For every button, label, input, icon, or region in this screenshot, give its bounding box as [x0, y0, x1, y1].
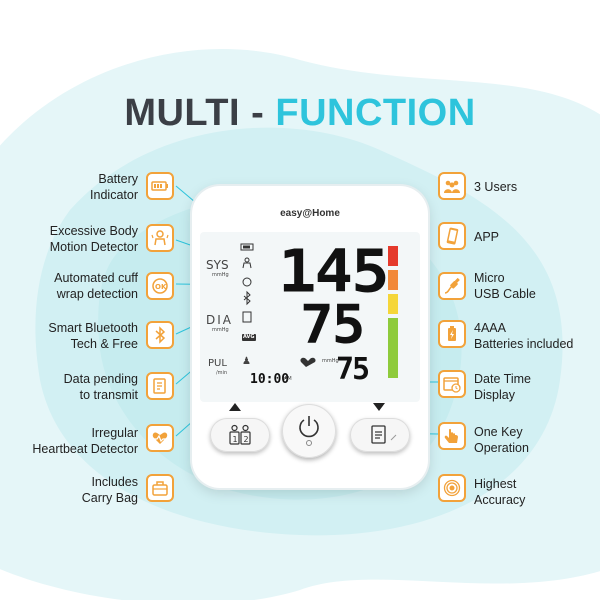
- lcd-battery-icon: [240, 243, 254, 251]
- feature-line-1: 3 Users: [474, 180, 518, 194]
- feature-line-1: Battery: [98, 172, 138, 186]
- feature-line-2: to transmit: [79, 388, 138, 402]
- feature-line-2: Heartbeat Detector: [32, 442, 138, 456]
- lcd-data-pending-icon: [242, 311, 252, 323]
- feature-line-1: Excessive Body: [49, 224, 138, 238]
- feature-body-motion: Excessive Body Motion Detector: [10, 223, 138, 255]
- data-pending-icon: [146, 372, 174, 400]
- am-indicator: AM: [284, 376, 292, 382]
- svg-text:1: 1: [233, 435, 238, 444]
- feature-line-2: wrap detection: [56, 287, 138, 301]
- feature-line-2: Accuracy: [474, 493, 526, 507]
- title-part-2: FUNCTION: [275, 92, 476, 134]
- feature-bluetooth: Smart Bluetooth Tech & Free: [10, 320, 138, 352]
- memory-button[interactable]: [350, 418, 410, 452]
- triangle-down-icon: [373, 403, 385, 411]
- power-icon: [299, 416, 319, 446]
- one-key-icon: [438, 422, 466, 450]
- feature-line-1: 4AAA: [474, 321, 506, 335]
- body-motion-icon: [146, 224, 174, 252]
- cuff-check-icon: OK: [146, 272, 174, 300]
- power-start-button[interactable]: [282, 404, 336, 458]
- feature-line-1: Irregular: [91, 426, 138, 440]
- sys-label: SYS: [206, 258, 229, 272]
- lcd-heartbeat-icon: [300, 357, 316, 367]
- lcd-body-motion-icon: [242, 257, 252, 269]
- feature-line-1: Highest: [474, 477, 517, 491]
- phone-icon: [438, 222, 466, 250]
- brand-logo: easy@Home: [280, 208, 340, 219]
- feature-line-1: One Key: [474, 425, 523, 439]
- feature-app: APP: [474, 229, 600, 245]
- users-switch-icon: 1 2: [229, 424, 251, 445]
- pul-label: PUL: [208, 358, 227, 369]
- user-icon: ♟: [242, 356, 251, 367]
- lcd-screen: [200, 232, 420, 402]
- feature-4aaa: 4AAA Batteries included: [474, 320, 600, 352]
- dia-unit: mmHg: [212, 327, 229, 333]
- feature-line-1: Smart Bluetooth: [48, 321, 138, 335]
- batteries-icon: [438, 320, 466, 348]
- heartbeat-icon: [146, 424, 174, 452]
- page-title: MULTI - FUNCTION: [0, 92, 600, 135]
- time-display: 10:00: [250, 372, 290, 387]
- pul-unit: /min: [216, 370, 228, 376]
- feature-line-2: Tech & Free: [70, 337, 138, 351]
- feature-line-2: USB Cable: [474, 287, 536, 301]
- user-select-button[interactable]: 1 2: [210, 418, 270, 452]
- accuracy-icon: [438, 474, 466, 502]
- svg-text:2: 2: [244, 435, 249, 444]
- feature-line-1: Micro: [474, 271, 505, 285]
- feature-line-1: Data pending: [63, 372, 138, 386]
- feature-3-users: 3 Users: [474, 179, 600, 195]
- feature-line-2: Carry Bag: [81, 491, 138, 505]
- feature-line-1: Includes: [91, 475, 138, 489]
- feature-line-2: Indicator: [90, 188, 138, 202]
- bag-icon: [146, 474, 174, 502]
- feature-data-pending: Data pending to transmit: [10, 371, 138, 403]
- systolic-value: 145: [278, 238, 390, 307]
- avg-label: AVG: [243, 334, 255, 340]
- feature-line-1: Automated cuff: [54, 271, 138, 285]
- lcd-cuff-icon: [242, 277, 252, 287]
- feature-line-2: Display: [474, 388, 515, 402]
- pressure-unit: mmHg: [322, 358, 339, 364]
- usb-cable-icon: [438, 272, 466, 300]
- triangle-up-icon: [229, 403, 241, 411]
- memory-icon: [371, 425, 397, 444]
- sys-unit: mmHg: [212, 272, 229, 278]
- lcd-avg-badge: [242, 334, 256, 341]
- feature-cuff-wrap: Automated cuff wrap detection: [10, 270, 138, 302]
- feature-micro-usb: Micro USB Cable: [474, 270, 600, 302]
- lcd-bluetooth-icon: [243, 290, 251, 306]
- feature-line-2: Operation: [474, 441, 529, 455]
- users-icon: [438, 172, 466, 200]
- feature-date-time: Date Time Display: [474, 371, 600, 403]
- feature-line-2: Motion Detector: [49, 240, 138, 254]
- feature-one-key: One Key Operation: [474, 424, 600, 456]
- calendar-icon: [438, 370, 466, 398]
- bp-level-bar: [388, 246, 398, 378]
- feature-irregular-heartbeat: Irregular Heartbeat Detector: [10, 425, 138, 457]
- dia-label: DIA: [206, 313, 233, 327]
- battery-icon: [146, 172, 174, 200]
- title-part-1: MULTI -: [124, 92, 265, 134]
- bluetooth-icon: [146, 321, 174, 349]
- lcd-status-icons: [240, 243, 256, 341]
- svg-text:OK: OK: [155, 283, 167, 291]
- feature-carry-bag: Includes Carry Bag: [10, 474, 138, 506]
- feature-highest-accuracy: Highest Accuracy: [474, 476, 600, 508]
- feature-line-1: APP: [474, 230, 500, 244]
- feature-battery-indicator: Battery Indicator: [10, 171, 138, 203]
- diastolic-value: 75: [300, 294, 365, 356]
- pulse-value: 75: [336, 352, 370, 387]
- feature-line-1: Date Time: [474, 372, 531, 386]
- feature-line-2: Batteries included: [474, 337, 574, 351]
